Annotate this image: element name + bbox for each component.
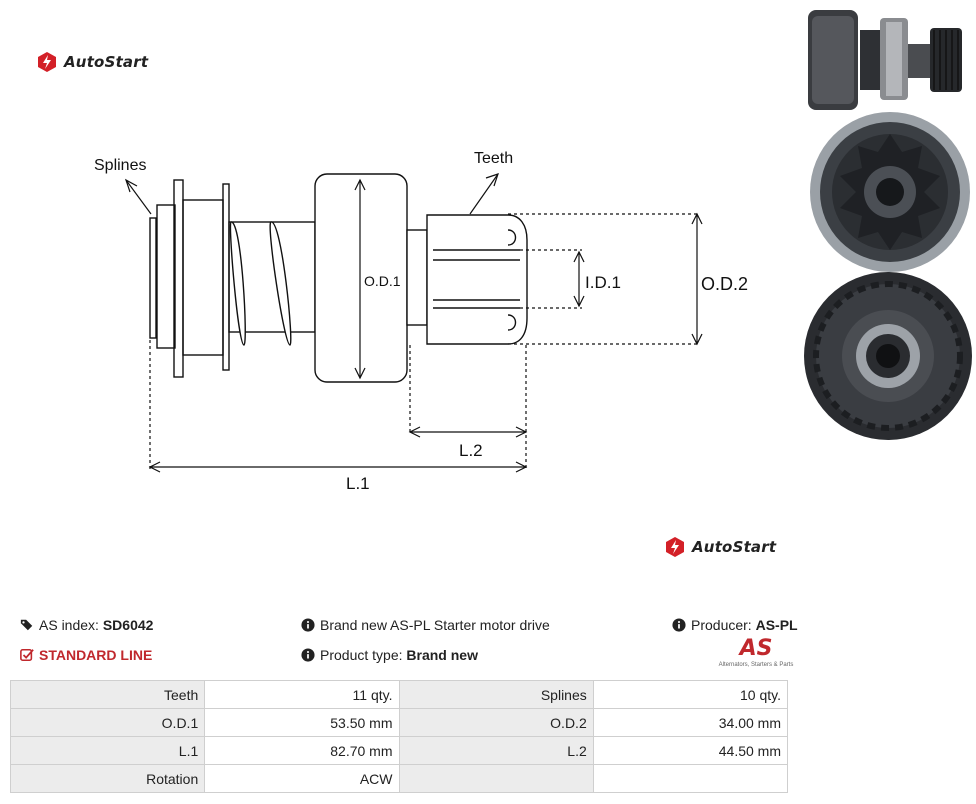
brand-name: AutoStart xyxy=(64,53,149,71)
label-teeth: Teeth xyxy=(474,150,513,167)
spec-value-cell: 44.50 mm xyxy=(592,736,789,765)
spec-label-cell: O.D.2 xyxy=(398,708,594,737)
splines-part xyxy=(149,217,157,339)
product-photos xyxy=(804,10,972,440)
producer-value: AS-PL xyxy=(755,617,798,633)
product-description: Brand new AS-PL Starter motor drive xyxy=(301,617,550,633)
label-splines: Splines xyxy=(94,157,146,174)
product-type-value: Brand new xyxy=(406,647,478,663)
spec-value-cell: 82.70 mm xyxy=(204,736,400,765)
label-id1: I.D.1 xyxy=(585,273,621,292)
spec-value-cell: 34.00 mm xyxy=(592,708,789,737)
info-icon xyxy=(301,648,315,662)
brand-name: AutoStart xyxy=(692,538,777,556)
tags-icon xyxy=(20,619,33,631)
label-l1: L.1 xyxy=(346,474,370,493)
spec-value-cell: 53.50 mm xyxy=(204,708,400,737)
standard-line-badge: STANDARD LINE xyxy=(20,647,152,663)
brand-logo-bottom: AutoStart xyxy=(664,536,776,558)
spec-value-cell xyxy=(592,764,789,793)
producer: Producer: AS-PL xyxy=(672,617,798,633)
spec-value-cell: 11 qty. xyxy=(204,680,400,709)
as-index: AS index: SD6042 xyxy=(20,617,153,633)
photo-rear-view xyxy=(804,272,972,440)
photo-side-view xyxy=(808,10,962,110)
brand-logo-top: AutoStart xyxy=(36,51,148,73)
starter-drive-diagram: Splines Teeth O.D.1 I.D.1 O.D.2 L.2 L.1 xyxy=(94,150,748,493)
as-pl-logo: AS Alternators, Starters & Parts xyxy=(718,636,794,669)
label-l2: L.2 xyxy=(459,441,483,460)
autostart-logo-icon xyxy=(666,537,684,557)
spec-label-cell: Teeth xyxy=(9,680,206,709)
label-od1: O.D.1 xyxy=(364,273,401,289)
spec-label-cell: O.D.1 xyxy=(9,708,206,737)
spec-label-cell: Rotation xyxy=(9,764,206,793)
info-icon xyxy=(301,618,315,632)
info-icon xyxy=(672,618,686,632)
photo-front-view xyxy=(810,112,970,272)
checkbox-checked-icon xyxy=(20,648,34,662)
spec-label-cell: Splines xyxy=(398,680,594,709)
spec-label-cell: L.1 xyxy=(9,736,206,765)
autostart-logo-icon xyxy=(38,52,56,72)
spec-value-cell: 10 qty. xyxy=(592,680,789,709)
label-od2: O.D.2 xyxy=(701,274,748,294)
spec-label-cell xyxy=(398,764,594,793)
spec-label-cell: L.2 xyxy=(398,736,594,765)
as-index-value: SD6042 xyxy=(102,617,154,633)
product-type: Product type: Brand new xyxy=(301,647,478,663)
spec-value-cell: ACW xyxy=(204,764,400,793)
